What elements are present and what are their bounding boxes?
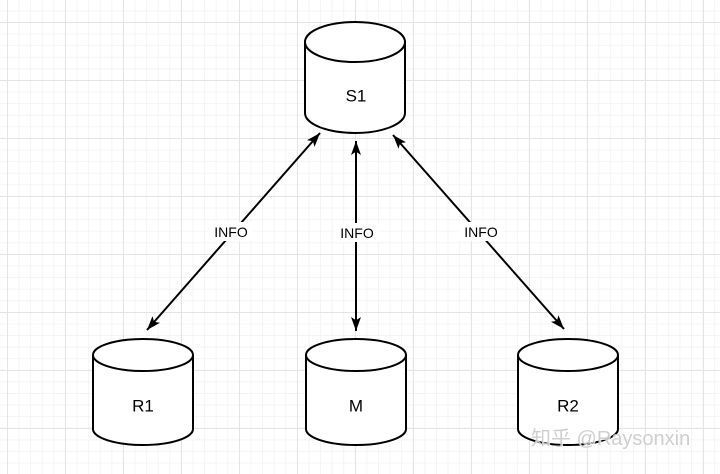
edge-label-s1-r2: INFO [459, 222, 503, 241]
node-label: R1 [132, 397, 154, 416]
edge-label-s1-r1: INFO [209, 222, 253, 241]
edge-label-text: INFO [464, 224, 498, 240]
node-label: S1 [346, 87, 367, 106]
edge-label-text: INFO [340, 225, 374, 241]
watermark-text: 知乎 @Raysonxin [531, 428, 691, 450]
node-label: R2 [557, 397, 579, 416]
node-s1: S1 [304, 21, 406, 134]
edge-label-s1-m: INFO [335, 223, 379, 242]
node-m: M [305, 338, 407, 446]
edge-label-text: INFO [214, 224, 248, 240]
node-r1: R1 [92, 338, 194, 446]
node-r2: R2 [517, 338, 619, 446]
node-label: M [349, 397, 363, 416]
